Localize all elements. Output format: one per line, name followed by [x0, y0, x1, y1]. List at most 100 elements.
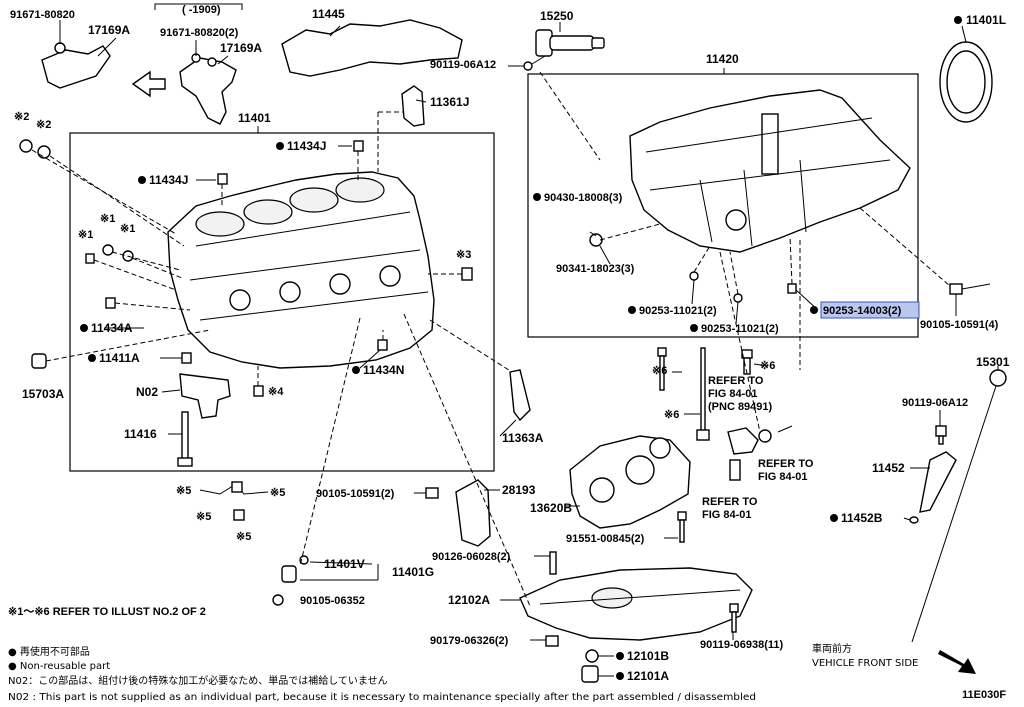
label-28193: 28193 [502, 483, 536, 497]
plug-x3 [461, 267, 473, 281]
stiffening-crankcase-group-box [527, 73, 919, 338]
dipstick-15301 [911, 369, 1007, 643]
label-15250: 15250 [540, 9, 574, 23]
non-reusable-dot-icon [830, 514, 838, 522]
plug-x2b [37, 145, 51, 159]
label-90119-06938: 90119-06938(11) [700, 639, 784, 651]
non-reusable-dot-icon [138, 176, 146, 184]
label-90105-10591-2: 90105-10591(2) [316, 488, 395, 500]
label-x5d: ※5 [236, 531, 251, 543]
tensioner-spring [777, 425, 793, 433]
label-90179: 90179-06326(2) [430, 635, 509, 647]
label-date-note: ( -1909) [182, 4, 221, 16]
non-reusable-dot-icon [616, 652, 624, 660]
pin-x4 [253, 385, 264, 397]
label-vehicle-front-en: VEHICLE FRONT SIDE [812, 658, 918, 669]
label-11452: 11452 [872, 461, 905, 475]
non-reusable-dot-icon [88, 354, 96, 362]
part-15250 [523, 29, 605, 71]
label-11401l: 11401L [966, 13, 1006, 27]
drain-plug-12101a [581, 665, 599, 683]
bolt-x6a [657, 347, 667, 391]
non-reusable-dot-icon [80, 324, 88, 332]
oring-11452b [909, 516, 919, 524]
dashed-lines [31, 71, 951, 607]
label-90105-06352: 90105-06352 [300, 595, 365, 607]
non-reusable-dot-icon [628, 306, 636, 314]
label-x5b: ※5 [270, 487, 285, 499]
label-11434n: 11434N [363, 363, 404, 377]
label-x1a: ※1 [78, 229, 93, 241]
cylinder-block [167, 171, 435, 369]
label-x6a: ※6 [652, 365, 667, 377]
label-x6b: ※6 [760, 360, 775, 372]
label-11401: 11401 [238, 111, 271, 125]
label-refer1-b: FIG 84-01 [708, 388, 758, 400]
label-91671-80820: 91671-80820 [10, 9, 75, 21]
label-11452b: 11452B [841, 511, 883, 525]
label-11363a: 11363A [502, 431, 544, 445]
note-refer-illust: ※1～※6 REFER TO ILLUST NO.2 OF 2 [8, 606, 206, 618]
gasket-28193 [455, 479, 491, 547]
label-x6c: ※6 [664, 409, 679, 421]
non-reusable-dot-icon [690, 324, 698, 332]
label-11361j: 11361J [430, 95, 469, 109]
label-11434j-1: 11434J [287, 139, 326, 153]
label-13620b: 13620B [530, 501, 572, 515]
stud-90126 [549, 551, 557, 575]
label-91551: 91551-00845(2) [566, 533, 645, 545]
label-x1b: ※1 [100, 213, 115, 225]
label-12102a: 12102A [448, 593, 490, 607]
plug-90253-11021-a [689, 271, 699, 281]
label-n02: N02 [136, 385, 158, 399]
pin-11434j-1 [353, 140, 364, 152]
pin-11434a [105, 297, 116, 309]
label-91671-80820-2: 91671-80820(2) [160, 27, 239, 39]
plug-15703a [31, 353, 47, 369]
note-n02-jp: N02：この部品は、組付け後の特殊な加工が必要なため、単品では補給していません [8, 674, 388, 687]
bolt-x6b [741, 349, 753, 375]
notes: ※1～※6 REFER TO ILLUST NO.2 OF 2 ● 再使用不可部… [8, 606, 756, 703]
bolt-90105-10591-2 [425, 487, 439, 499]
part-11363a [509, 369, 531, 422]
label-90253-11021-a: 90253-11021(2) [639, 305, 717, 317]
bolt-x6c [696, 347, 710, 441]
part-11401l [939, 41, 993, 123]
legend-non-reusable-jp: ● 再使用不可部品 [8, 645, 90, 658]
non-reusable-dot-icon [533, 193, 541, 201]
plug-90179 [545, 635, 559, 647]
part-labels: 91671-80820 17169A ( -1909) 91671-80820(… [10, 4, 1010, 701]
label-x2a: ※2 [14, 111, 29, 123]
oil-pump-13620b [569, 435, 691, 529]
label-15703a: 15703A [22, 387, 64, 401]
label-x4: ※4 [268, 386, 284, 398]
label-15301: 15301 [976, 355, 1010, 369]
label-90126: 90126-06028(2) [432, 551, 511, 563]
legend-non-reusable-en: ● Non-reusable part [8, 661, 110, 672]
non-reusable-dot-icon [810, 306, 818, 314]
stiffening-crankcase [629, 89, 911, 253]
pin-11434j-2 [217, 173, 228, 185]
label-refer2-b: FIG 84-01 [758, 471, 808, 483]
label-x5c: ※5 [196, 511, 211, 523]
label-11420: 11420 [706, 52, 739, 66]
plug-90253-11021-b [733, 293, 743, 303]
label-refer1-a: REFER TO [708, 375, 764, 387]
part-11361j [401, 85, 425, 127]
label-refer1-c: (PNC 89491) [708, 401, 773, 413]
bracket-17169a-left [41, 24, 111, 89]
non-reusable-dot-icon [616, 672, 624, 680]
plug-90253-14003 [787, 283, 797, 294]
oil-pan-12102a [519, 567, 753, 641]
label-illustration-code: 11E030F [962, 689, 1006, 701]
label-11411a: 11411A [99, 351, 140, 365]
label-11401g: 11401G [392, 565, 434, 579]
label-x5a: ※5 [176, 485, 191, 497]
non-reusable-dot-icon [276, 142, 284, 150]
label-90430: 90430-18008(3) [544, 192, 623, 204]
label-x3: ※3 [456, 249, 471, 261]
label-12101b: 12101B [627, 649, 669, 663]
label-90253-11021-b: 90253-11021(2) [701, 323, 779, 335]
non-reusable-dot-icon [954, 16, 962, 24]
